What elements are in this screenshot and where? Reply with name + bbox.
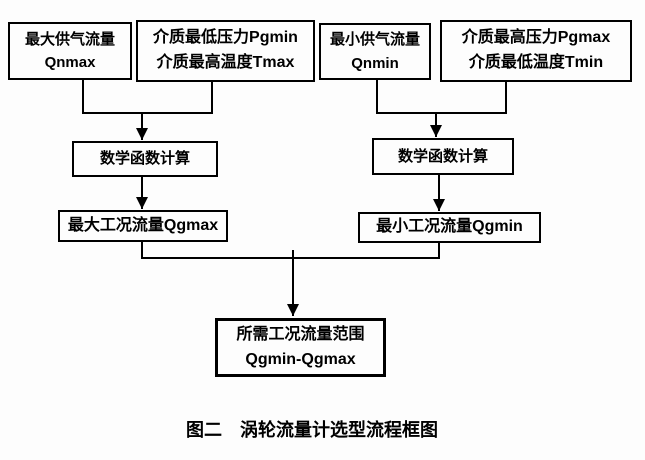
node-required-range: 所需工况流量范围 Qgmin-Qgmax [215, 318, 386, 377]
node-label: 数学函数计算 [397, 147, 488, 165]
node-label-line2: 介质最低温度Tmin [468, 54, 604, 71]
node-medium-conditions-for-min: 介质最高压力Pgmax 介质最低温度Tmin [440, 20, 632, 82]
node-label-line2: Qnmax [44, 54, 96, 71]
node-label: 最小工况流量Qgmin [376, 218, 523, 236]
connector-bottom-merge [141, 242, 440, 259]
node-medium-conditions-for-max: 介质最低压力Pgmin 介质最高温度Tmax [136, 20, 315, 82]
node-min-working-flow: 最小工况流量Qgmin [358, 212, 541, 243]
node-label-line1: 所需工况流量范围 [236, 325, 365, 343]
node-label: 数学函数计算 [99, 150, 190, 168]
node-label-line2: Qnmin [351, 54, 399, 72]
node-label-line2: 介质最高温度Tmax [156, 54, 295, 71]
node-min-supply-flow: 最小供气流量 Qnmin [319, 23, 431, 80]
node-math-calc-right: 数学函数计算 [372, 138, 514, 175]
node-label-line1: 介质最高压力Pgmax [461, 29, 611, 47]
node-label-line2: Qgmin-Qgmax [245, 350, 356, 368]
node-label-line1: 最大供气流量 [24, 30, 115, 48]
node-label: 最大工况流量Qgmax [67, 216, 219, 234]
node-label-line1: 最小供气流量 [329, 31, 420, 49]
node-max-supply-flow: 最大供气流量 Qnmax [8, 22, 132, 80]
node-max-working-flow: 最大工况流量Qgmax [58, 210, 228, 242]
node-math-calc-left: 数学函数计算 [72, 141, 218, 177]
figure-caption: 图二 涡轮流量计选型流程框图 [186, 420, 438, 440]
node-label-line1: 介质最低压力Pgmin [153, 29, 298, 47]
connector-left-merge [82, 80, 213, 114]
connector-right-merge [376, 80, 507, 114]
